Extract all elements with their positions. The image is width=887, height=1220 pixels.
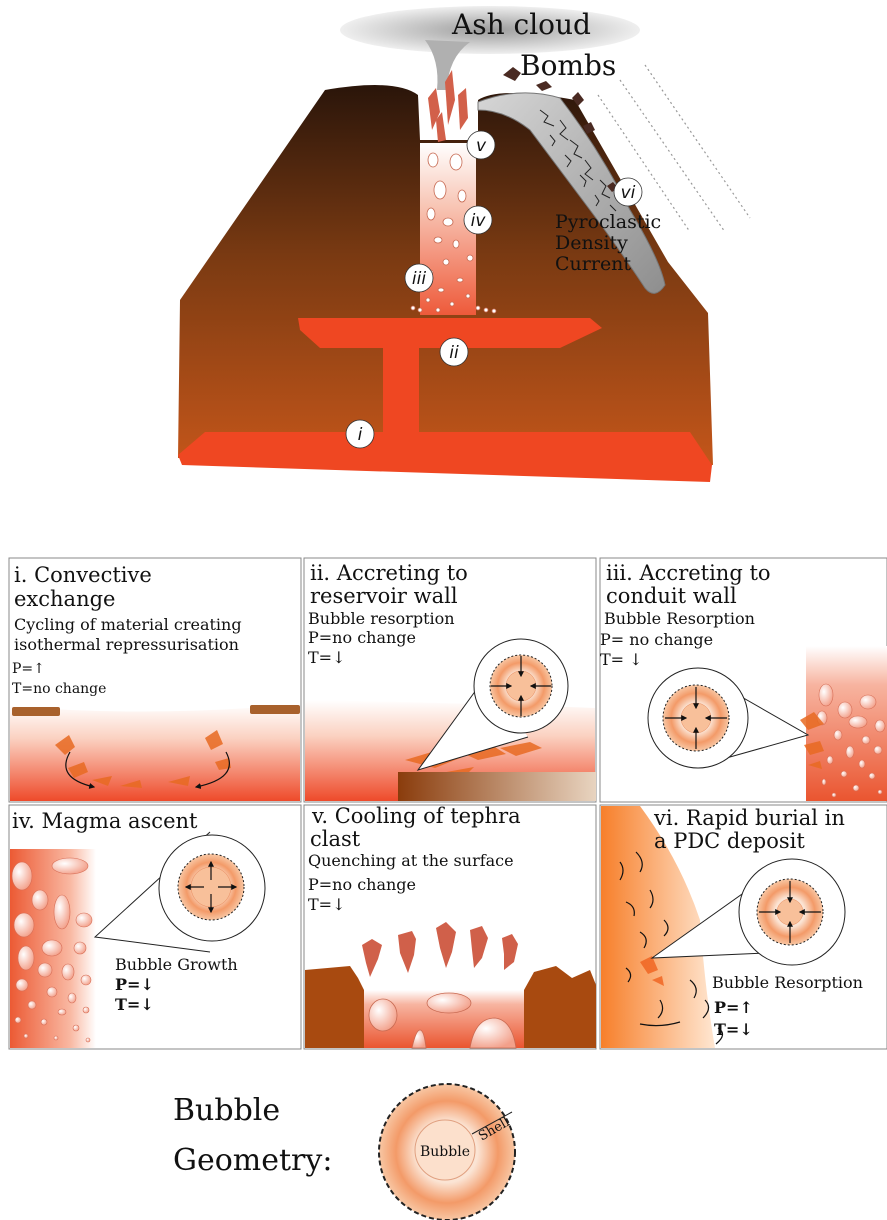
panel-v-desc-line1: Quenching at the surface <box>308 851 514 870</box>
panel-iii-temperature: T= ↓ <box>600 650 643 669</box>
stage-marker-ii-text: ii <box>449 343 459 363</box>
panel-vi-desc: Bubble Resorption <box>712 973 863 992</box>
stage-marker-v-text: v <box>476 136 487 156</box>
panel-iv-title: iv. Magma ascent <box>12 809 198 833</box>
pdc-label-line2: Density <box>555 232 628 254</box>
panel-vi-title-line2: a PDC deposit <box>654 829 805 853</box>
panel-i-desc-line1: Cycling of material creating <box>14 615 242 634</box>
panel-ii-pressure: P=no change <box>308 628 416 647</box>
panel-i-pressure: P=↑ <box>12 661 45 677</box>
stage-marker-vi: vi <box>614 178 642 206</box>
panel-ii-desc-line1: Bubble resorption <box>308 609 455 628</box>
erupting-fragments <box>428 70 468 142</box>
panel-conduit-wall: iii. Accreting to conduit wall Bubble Re… <box>600 558 887 802</box>
panel-v-title-line1: v. Cooling of tephra <box>311 804 521 828</box>
panel-v-temperature: T=↓ <box>308 895 345 914</box>
panel-tephra-cooling: v. Cooling of tephra clast Quenching at … <box>304 804 596 1049</box>
panel-reservoir-wall: ii. Accreting to reservoir wall Bubble r… <box>304 558 596 802</box>
panel-pdc-burial: vi. Rapid burial in a PDC deposit Bubble… <box>600 805 887 1049</box>
panel-iii-bubble <box>663 685 729 751</box>
panel-ii-title-line1: ii. Accreting to <box>310 561 468 585</box>
stage-marker-iv: iv <box>464 206 492 234</box>
pdc-label-line1: Pyroclastic <box>555 211 661 233</box>
stage-marker-ii: ii <box>440 338 468 366</box>
panel-i-wall-right <box>250 705 300 714</box>
ash-cloud-label: Ash cloud <box>451 8 591 41</box>
panel-iv-pressure: P=↓ <box>115 975 154 994</box>
panel-magma-ascent: iv. Magma ascent Bubble Growth P=↓ T=↓ <box>9 805 301 1049</box>
panel-vi-bubble <box>757 879 823 945</box>
volcano-diagram: Ash cloud Bombs Pyroclastic Density Curr… <box>178 6 750 482</box>
panel-vi-temperature: T=↓ <box>714 1020 753 1039</box>
legend-bubble-text: Bubble <box>420 1144 470 1160</box>
stage-marker-iii-text: iii <box>412 269 426 289</box>
bubble-geometry-legend: Bubble Geometry: Bubble Shell <box>173 1084 515 1220</box>
panel-v-pressure: P=no change <box>308 875 416 894</box>
panel-i-title-line2: exchange <box>14 587 115 611</box>
stage-marker-v: v <box>467 131 495 159</box>
panel-i-melt <box>10 704 300 801</box>
panel-iii-pressure: P= no change <box>600 630 713 649</box>
panel-ii-title-line2: reservoir wall <box>310 584 458 608</box>
deep-reservoir <box>178 432 712 482</box>
panel-convective-exchange: i. Convective exchange Cycling of materi… <box>9 558 301 802</box>
panel-iii-desc-line1: Bubble Resorption <box>604 609 755 628</box>
panel-v-crater-rock-left <box>305 966 364 1048</box>
panel-iv-bubble <box>178 854 244 920</box>
stage-marker-i: i <box>346 420 374 448</box>
panel-iv-temperature: T=↓ <box>115 995 154 1014</box>
panel-vi-title-line1: vi. Rapid burial in <box>653 806 845 830</box>
panel-v-crater-rock-right <box>524 966 596 1048</box>
bombs-label: Bombs <box>520 49 616 82</box>
panel-ii-reservoir-wall <box>398 772 596 801</box>
panel-i-title-line1: i. Convective <box>14 563 152 587</box>
panel-ii-bubble <box>490 655 552 717</box>
pdc-label-line3: Current <box>555 253 631 275</box>
stage-marker-i-text: i <box>358 425 363 445</box>
panel-i-temperature: T=no change <box>12 681 106 697</box>
panel-iii-title-line2: conduit wall <box>606 584 737 608</box>
legend-label-line1: Bubble <box>173 1093 280 1128</box>
panel-v-title-line2: clast <box>310 827 361 851</box>
panel-iv-desc: Bubble Growth <box>115 955 238 974</box>
panel-ii-temperature: T=↓ <box>308 648 345 667</box>
stage-marker-vi-text: vi <box>621 183 636 203</box>
stage-marker-iv-text: iv <box>471 211 487 231</box>
legend-label-line2: Geometry: <box>173 1143 332 1178</box>
stage-marker-iii: iii <box>405 264 433 292</box>
panel-i-wall-left <box>12 707 60 716</box>
panel-iii-title-line1: iii. Accreting to <box>606 561 771 585</box>
panel-i-desc-line2: isothermal repressurisation <box>14 635 239 654</box>
panel-vi-pressure: P=↑ <box>714 998 753 1017</box>
